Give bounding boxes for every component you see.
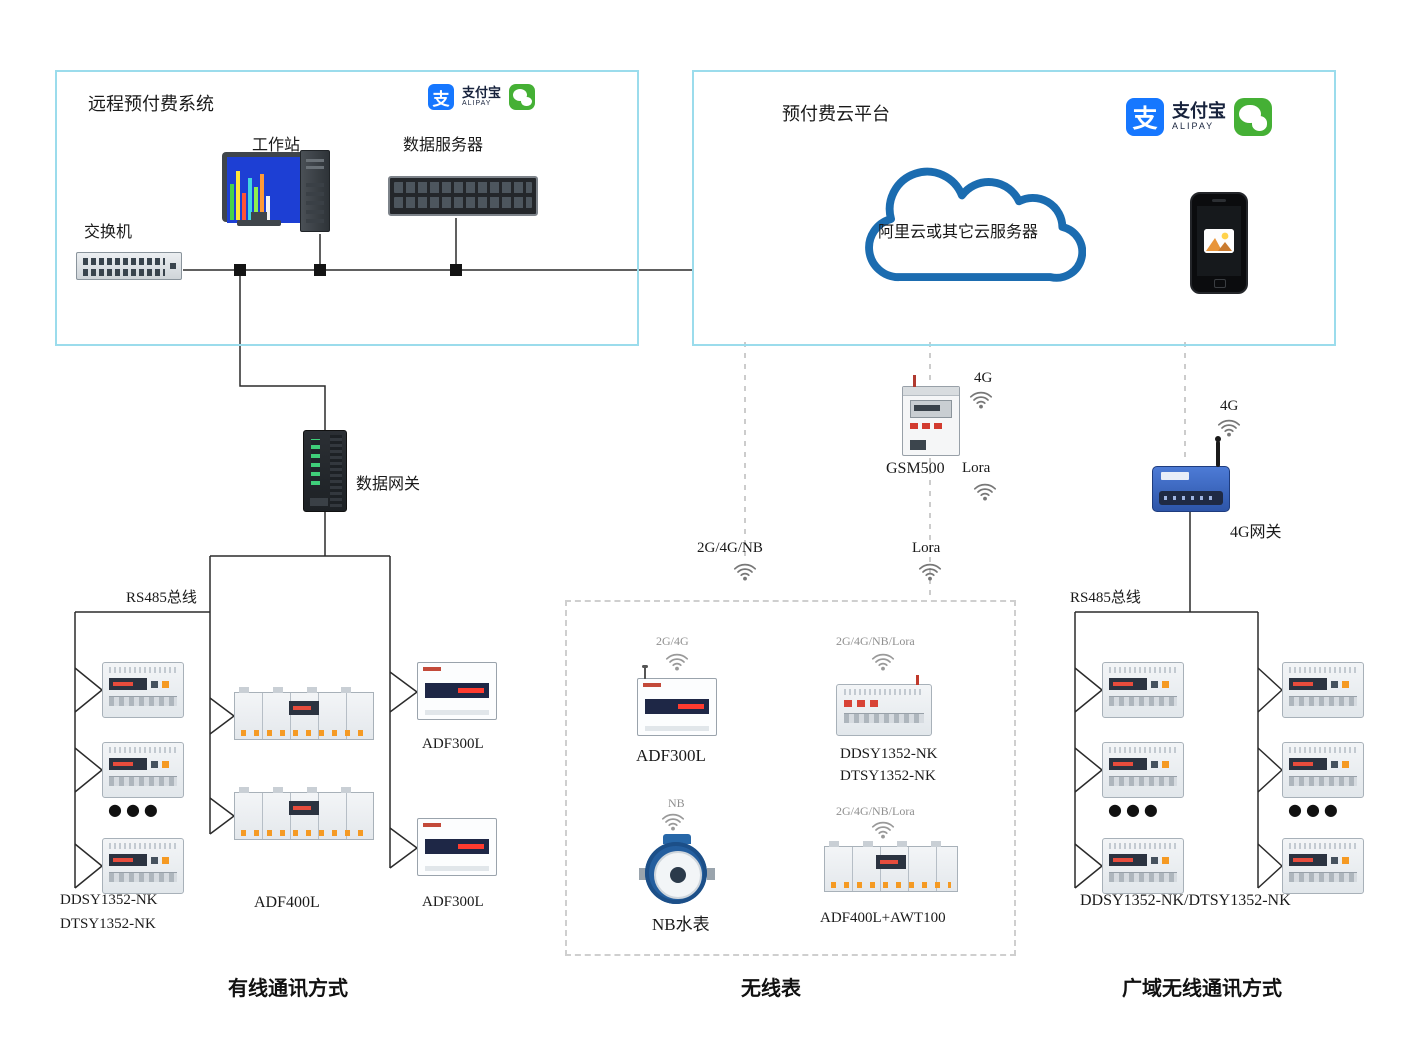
wireless-adf300l-label: ADF300L xyxy=(636,746,706,765)
wired-meter-model-1: DDSY1352-NK xyxy=(60,892,158,908)
adf300l-device xyxy=(417,662,497,720)
wifi-icon xyxy=(661,813,685,831)
wireless-group-box xyxy=(565,600,1016,956)
adf300l-device xyxy=(417,818,497,876)
gsm-4g-tag: 4G xyxy=(974,370,993,386)
photo-icon xyxy=(1204,229,1234,253)
wan-4g-tag: 4G xyxy=(1220,398,1239,414)
alipay-wordmark: 支付宝 ALIPAY xyxy=(462,85,502,108)
workstation-label: 工作站 xyxy=(252,137,301,154)
payment-brands-small: 支 支付宝 ALIPAY xyxy=(428,84,536,110)
left-panel-title: 远程预付费系统 xyxy=(88,94,214,114)
wired-rs485-label: RS485总线 xyxy=(126,590,197,606)
wechat-icon xyxy=(1234,98,1272,136)
din-meter xyxy=(102,662,184,718)
4g-gateway-device xyxy=(1152,436,1230,512)
antenna-icon xyxy=(1215,436,1221,467)
adf400l-device xyxy=(234,687,374,740)
right-panel-title: 预付费云平台 xyxy=(782,104,890,124)
wifi-icon xyxy=(733,563,757,581)
adf300l-bottom-label: ADF300L xyxy=(422,894,484,910)
smartphone xyxy=(1190,192,1248,294)
antenna-icon xyxy=(642,665,648,679)
antenna-icon xyxy=(913,375,916,387)
adf400l-device xyxy=(234,787,374,840)
wireless-caption: 无线表 xyxy=(741,978,801,1000)
gsm-lora-tag: Lora xyxy=(962,460,991,476)
wifi-icon xyxy=(871,653,895,671)
workstation-tower xyxy=(300,150,330,232)
data-server xyxy=(388,176,538,216)
din-meter xyxy=(1282,838,1364,894)
nb-radio-tag: NB xyxy=(668,796,685,810)
wechat-icon xyxy=(509,84,536,110)
din-meter xyxy=(1102,742,1184,798)
ddsy-wireless-device xyxy=(836,675,932,736)
alipay-cn-label: 支付宝 xyxy=(462,85,502,100)
cloud-server xyxy=(830,140,1087,307)
din-meter xyxy=(1282,662,1364,718)
data-gateway-label: 数据网关 xyxy=(356,476,421,493)
nb-water-meter-label: NB水表 xyxy=(652,915,710,934)
adf300l-top-label: ADF300L xyxy=(422,736,484,752)
din-meter xyxy=(102,742,184,798)
nb-link-tag: 2G/4G/NB xyxy=(697,540,763,556)
wifi-icon xyxy=(969,391,993,409)
adf300l-radio-tag: 2G/4G xyxy=(656,634,689,648)
wifi-icon xyxy=(871,821,895,839)
adf400l-awt100-device xyxy=(824,841,958,892)
wifi-icon xyxy=(918,563,942,581)
awt-radio-tag: 2G/4G/NB/Lora xyxy=(836,804,915,818)
ddsy-radio-tag: 2G/4G/NB/Lora xyxy=(836,634,915,648)
din-meter xyxy=(102,838,184,894)
server-label: 数据服务器 xyxy=(403,137,484,154)
remote-prepaid-panel xyxy=(55,70,639,346)
cloud-label: 阿里云或其它云服务器 xyxy=(877,224,1038,241)
gsm500-device xyxy=(902,375,960,456)
wired-caption: 有线通讯方式 xyxy=(228,978,348,1000)
ellipsis-dots: ●●● xyxy=(108,800,162,819)
adf400l-awt100-label: ADF400L+AWT100 xyxy=(820,910,946,926)
wireless-ddsy-line2: DTSY1352-NK xyxy=(840,768,936,784)
alipay-wordmark: 支付宝 ALIPAY xyxy=(1172,101,1226,132)
data-gateway-device xyxy=(303,430,347,512)
phone-screen xyxy=(1197,206,1241,276)
wireless-ddsy-line1: DDSY1352-NK xyxy=(840,746,938,762)
wifi-icon xyxy=(1217,419,1241,437)
alipay-cn-label: 支付宝 xyxy=(1172,101,1226,122)
cloud-platform-panel xyxy=(692,70,1336,346)
din-meter xyxy=(1282,742,1364,798)
switch-label: 交换机 xyxy=(84,224,133,241)
payment-brands-large: 支 支付宝 ALIPAY xyxy=(1126,98,1272,136)
nb-water-meter-device xyxy=(639,834,715,908)
alipay-icon: 支 xyxy=(428,84,454,110)
monitor-screen xyxy=(227,157,307,223)
cloud-shape-icon xyxy=(865,167,1087,282)
ellipsis-dots: ●●● xyxy=(1108,800,1162,819)
network-switch xyxy=(76,252,182,280)
alipay-icon: 支 xyxy=(1126,98,1164,136)
gsm500-label: GSM500 xyxy=(886,460,945,477)
alipay-en-label: ALIPAY xyxy=(462,100,492,108)
antenna-icon xyxy=(916,675,919,685)
din-meter xyxy=(1102,662,1184,718)
lora-link-tag: Lora xyxy=(912,540,941,556)
wired-meter-model-2: DTSY1352-NK xyxy=(60,916,156,932)
adf400l-label: ADF400L xyxy=(254,894,320,911)
wan-meter-models-label: DDSY1352-NK/DTSY1352-NK xyxy=(1080,892,1291,909)
wechat-bubble-small xyxy=(521,96,532,107)
adf300l-wireless-device xyxy=(637,665,717,736)
alipay-en-label: ALIPAY xyxy=(1172,120,1215,131)
wan-caption: 广域无线通讯方式 xyxy=(1122,978,1282,1000)
workstation-monitor xyxy=(222,152,307,234)
ellipsis-dots: ●●● xyxy=(1288,800,1342,819)
4g-gateway-label: 4G网关 xyxy=(1230,524,1282,541)
monitor-frame xyxy=(222,152,307,223)
wifi-icon xyxy=(665,653,689,671)
wan-rs485-label: RS485总线 xyxy=(1070,590,1141,606)
wifi-icon xyxy=(973,483,997,501)
din-meter xyxy=(1102,838,1184,894)
